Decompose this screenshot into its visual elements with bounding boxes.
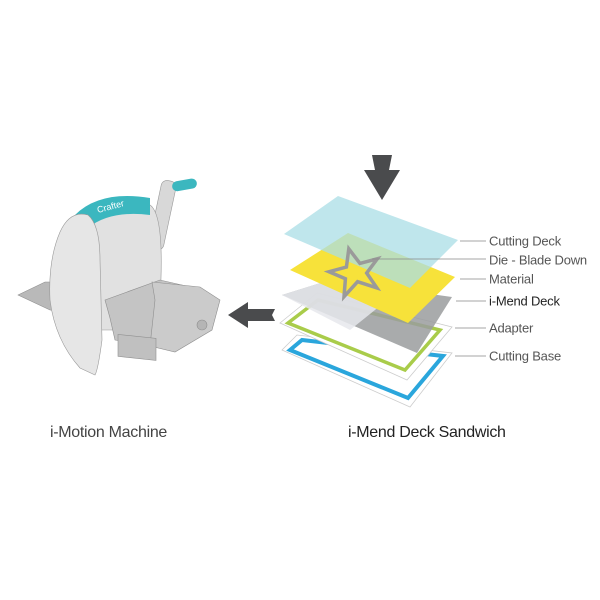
teal-handle (75, 196, 150, 228)
label-adapter: Adapter (489, 320, 534, 336)
label-die-blade-down: Die - Blade Down (489, 252, 587, 268)
leader-lines (372, 240, 486, 357)
sandwich-layers (279, 196, 458, 408)
label-material: Material (489, 271, 534, 287)
arrow-down-icon (364, 155, 400, 200)
star-die (323, 244, 382, 302)
label-cutting-base: Cutting Base (489, 348, 562, 364)
label-cutting-deck: Cutting Deck (489, 233, 562, 249)
i-motion-machine: Crafter (17, 178, 221, 376)
cutting-deck (284, 196, 458, 288)
caption-sandwich: i-Mend Deck Sandwich (348, 424, 506, 441)
arrow-left-icon (228, 302, 275, 328)
label-i-mend-deck: i-Mend Deck (489, 293, 560, 309)
caption-machine: i-Motion Machine (50, 424, 168, 441)
crank-handle (172, 178, 197, 192)
material (290, 233, 455, 323)
